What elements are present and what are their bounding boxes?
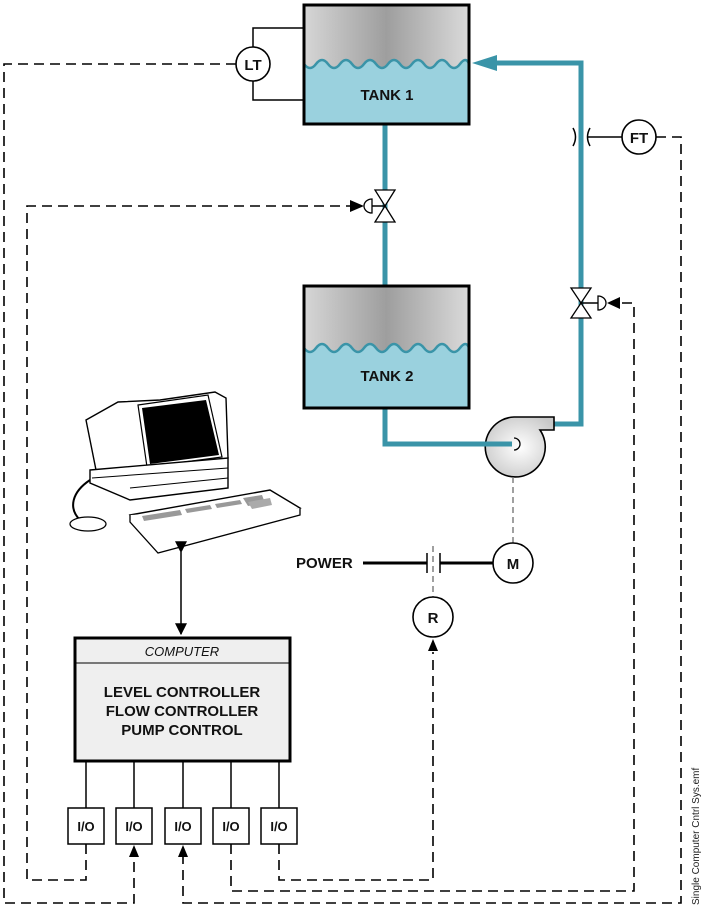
relay[interactable]: R	[412, 596, 454, 638]
orifice-plate-icon	[572, 127, 577, 147]
io-label: I/O	[270, 819, 287, 834]
io-label: I/O	[125, 819, 142, 834]
computer-line-2: FLOW CONTROLLER	[106, 703, 259, 720]
workstation-icon	[69, 391, 302, 554]
signal-lt-io2	[3, 63, 236, 904]
computer-line-3: PUMP CONTROL	[121, 722, 242, 739]
signal-lines	[3, 63, 682, 904]
signal-io5-relay	[278, 652, 434, 881]
io-module-1[interactable]: I/O	[67, 807, 105, 845]
signal-io4-valve2	[230, 302, 635, 892]
io-module-3[interactable]: I/O	[164, 807, 202, 845]
motor[interactable]: M	[492, 542, 534, 584]
ft-label: FT	[630, 130, 648, 147]
centrifugal-pump[interactable]	[470, 416, 555, 478]
io-module-4[interactable]: I/O	[212, 807, 250, 845]
valve-actuator-icon	[597, 295, 607, 311]
arrow-icon	[607, 297, 620, 309]
io-modules: I/O I/O I/O I/O I/O	[67, 761, 298, 845]
tank-2-label: TANK 2	[360, 368, 413, 385]
computer-header: COMPUTER	[145, 644, 219, 659]
arrow-icon	[178, 845, 188, 857]
lt-label: LT	[244, 57, 261, 74]
arrow-icon	[129, 845, 139, 857]
pump-impeller-icon	[513, 437, 521, 451]
io-module-2[interactable]: I/O	[115, 807, 153, 845]
orifice-plate-icon	[586, 127, 591, 147]
io-label: I/O	[174, 819, 191, 834]
pipe-pump-tank1	[494, 60, 584, 427]
computer-line-1: LEVEL CONTROLLER	[104, 684, 261, 701]
power-label: POWER	[296, 555, 353, 572]
signal-io1-valve1	[26, 205, 352, 881]
control-valve-1[interactable]	[363, 189, 397, 223]
valve-actuator-icon	[363, 198, 373, 214]
motor-label: M	[507, 556, 520, 573]
tank-1-label: TANK 1	[360, 87, 413, 104]
relay-label: R	[428, 610, 439, 627]
io-label: I/O	[77, 819, 94, 834]
power-circuit: POWER	[296, 546, 496, 597]
tank-2: TANK 2	[302, 284, 471, 410]
control-valve-2[interactable]	[569, 287, 607, 319]
flow-arrow-icon	[472, 55, 497, 71]
file-label: Single Computer Cntrl Sys.emf	[691, 768, 702, 905]
level-transmitter[interactable]: LT	[235, 27, 304, 101]
signal-ft-io3	[182, 136, 682, 904]
tank-1: TANK 1	[302, 3, 471, 126]
arrow-icon	[350, 200, 364, 212]
flow-transmitter[interactable]: FT	[572, 119, 657, 155]
arrow-icon	[428, 639, 438, 651]
io-label: I/O	[222, 819, 239, 834]
computer-box[interactable]: COMPUTER LEVEL CONTROLLER FLOW CONTROLLE…	[73, 636, 292, 763]
io-module-5[interactable]: I/O	[260, 807, 298, 845]
